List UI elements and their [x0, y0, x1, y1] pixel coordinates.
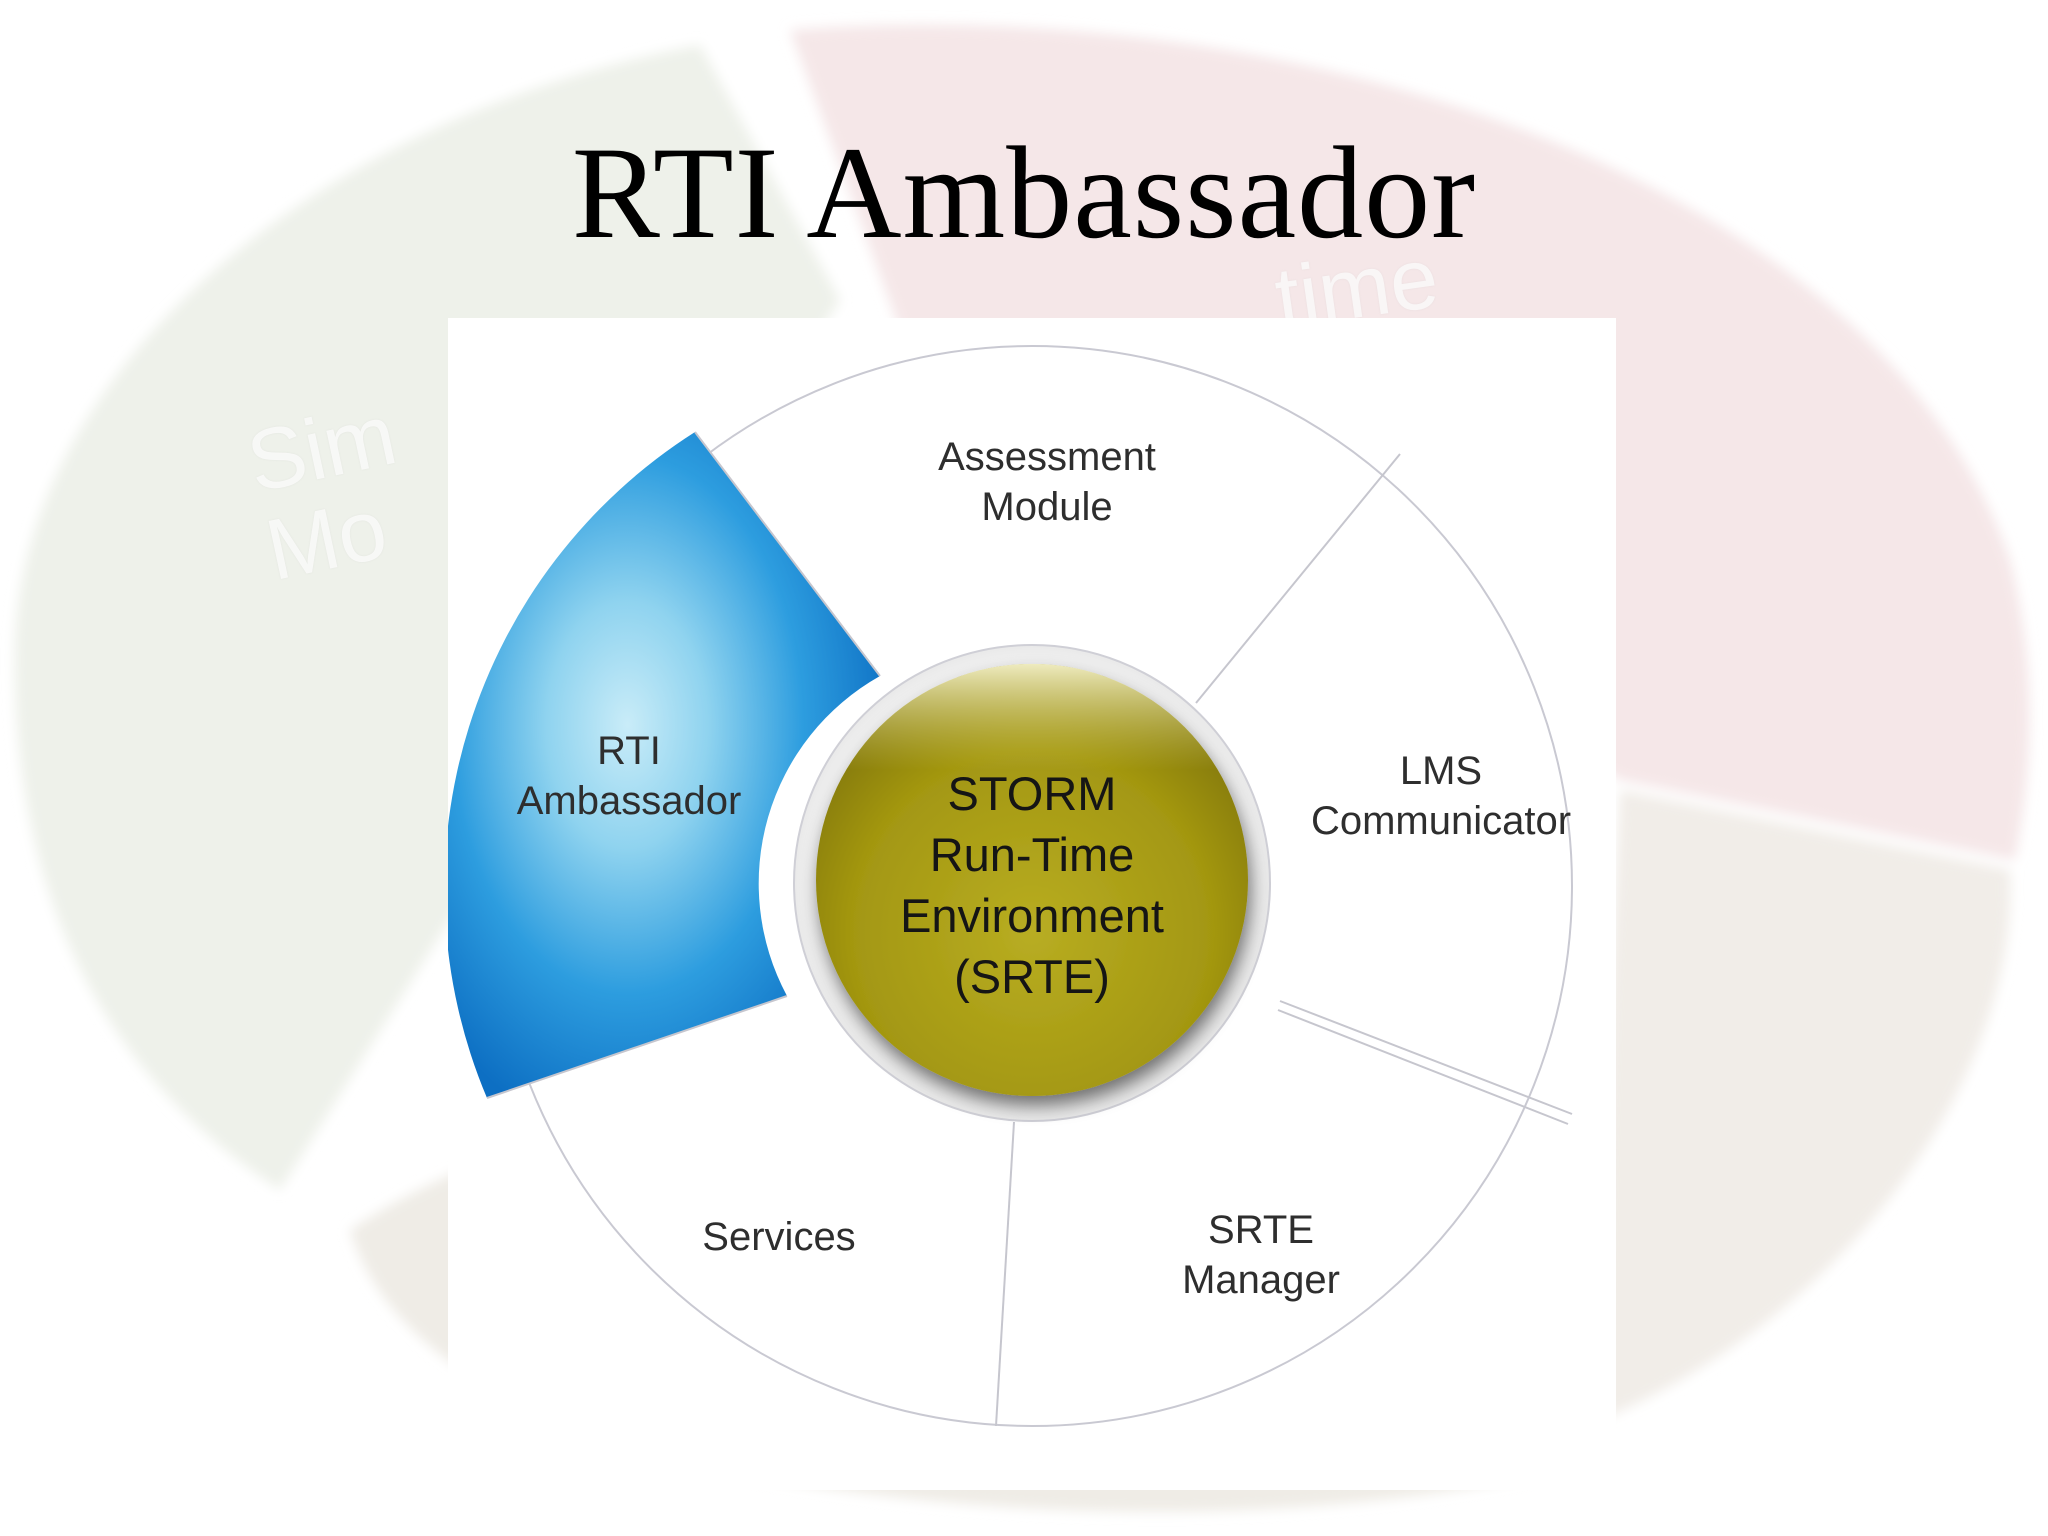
segment-rti-ambassador-fill: [448, 432, 880, 1098]
center-label: STORM Run-Time Environment (SRTE): [900, 767, 1164, 1003]
divider-srte-services: [995, 1121, 1015, 1427]
segment-label-assessment-module: Assessment Module: [938, 435, 1156, 529]
center-circle-highlight: [846, 663, 1218, 770]
divider-lms-srte-2: [1277, 1009, 1569, 1125]
segment-label-lms-communicator: LMS Communicator: [1310, 749, 1572, 843]
ring-diagram: [448, 345, 1573, 1427]
diagram-panel: Assessment Module LMS Communicator SRTE …: [448, 318, 1616, 1490]
segment-label-rti-ambassador: RTI Ambassador: [516, 729, 742, 823]
center-circle: [816, 664, 1248, 1096]
divider-assessment-lms: [1195, 453, 1401, 704]
divider-services-rti: [486, 995, 788, 1099]
segment-label-srte-manager: SRTE Manager: [1182, 1208, 1340, 1302]
page-title: RTI Ambassador: [571, 119, 1477, 266]
divider-rti-assessment: [694, 431, 881, 677]
divider-lms-srte: [1279, 1000, 1573, 1115]
bg-slice-right: [1600, 790, 2011, 1420]
segment-label-services: Services: [702, 1215, 856, 1259]
